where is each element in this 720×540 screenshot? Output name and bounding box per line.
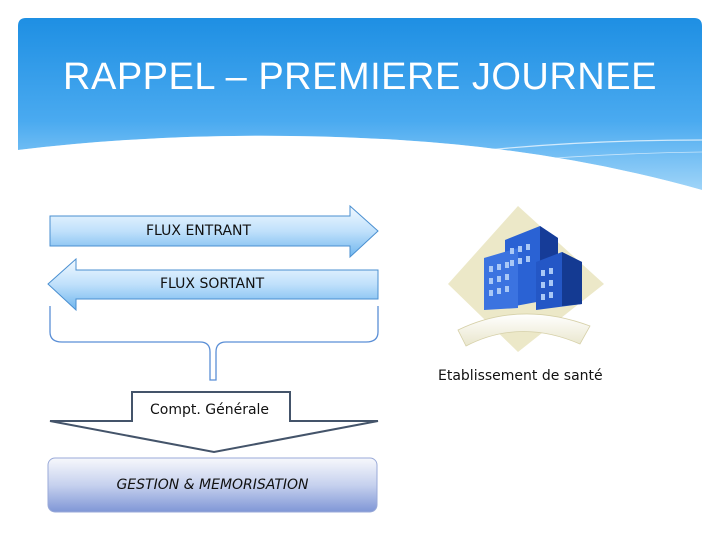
flux-entrant-arrow xyxy=(49,204,379,259)
compt-generale-label: Compt. Générale xyxy=(150,402,270,418)
gestion-label: GESTION & MEMORISATION xyxy=(116,477,309,493)
compt-generale-arrow xyxy=(49,391,379,454)
brace xyxy=(49,306,379,381)
header-banner xyxy=(18,18,703,196)
flux-sortant-arrow xyxy=(47,257,379,312)
etablissement-label: Etablissement de santé xyxy=(438,368,603,384)
flux-sortant-label: FLUX SORTANT xyxy=(160,276,265,292)
flux-entrant-label: FLUX ENTRANT xyxy=(146,223,252,239)
gestion-box xyxy=(47,457,378,513)
page-title: RAPPEL – PREMIERE JOURNEE xyxy=(63,56,657,98)
building-icon xyxy=(448,206,604,352)
